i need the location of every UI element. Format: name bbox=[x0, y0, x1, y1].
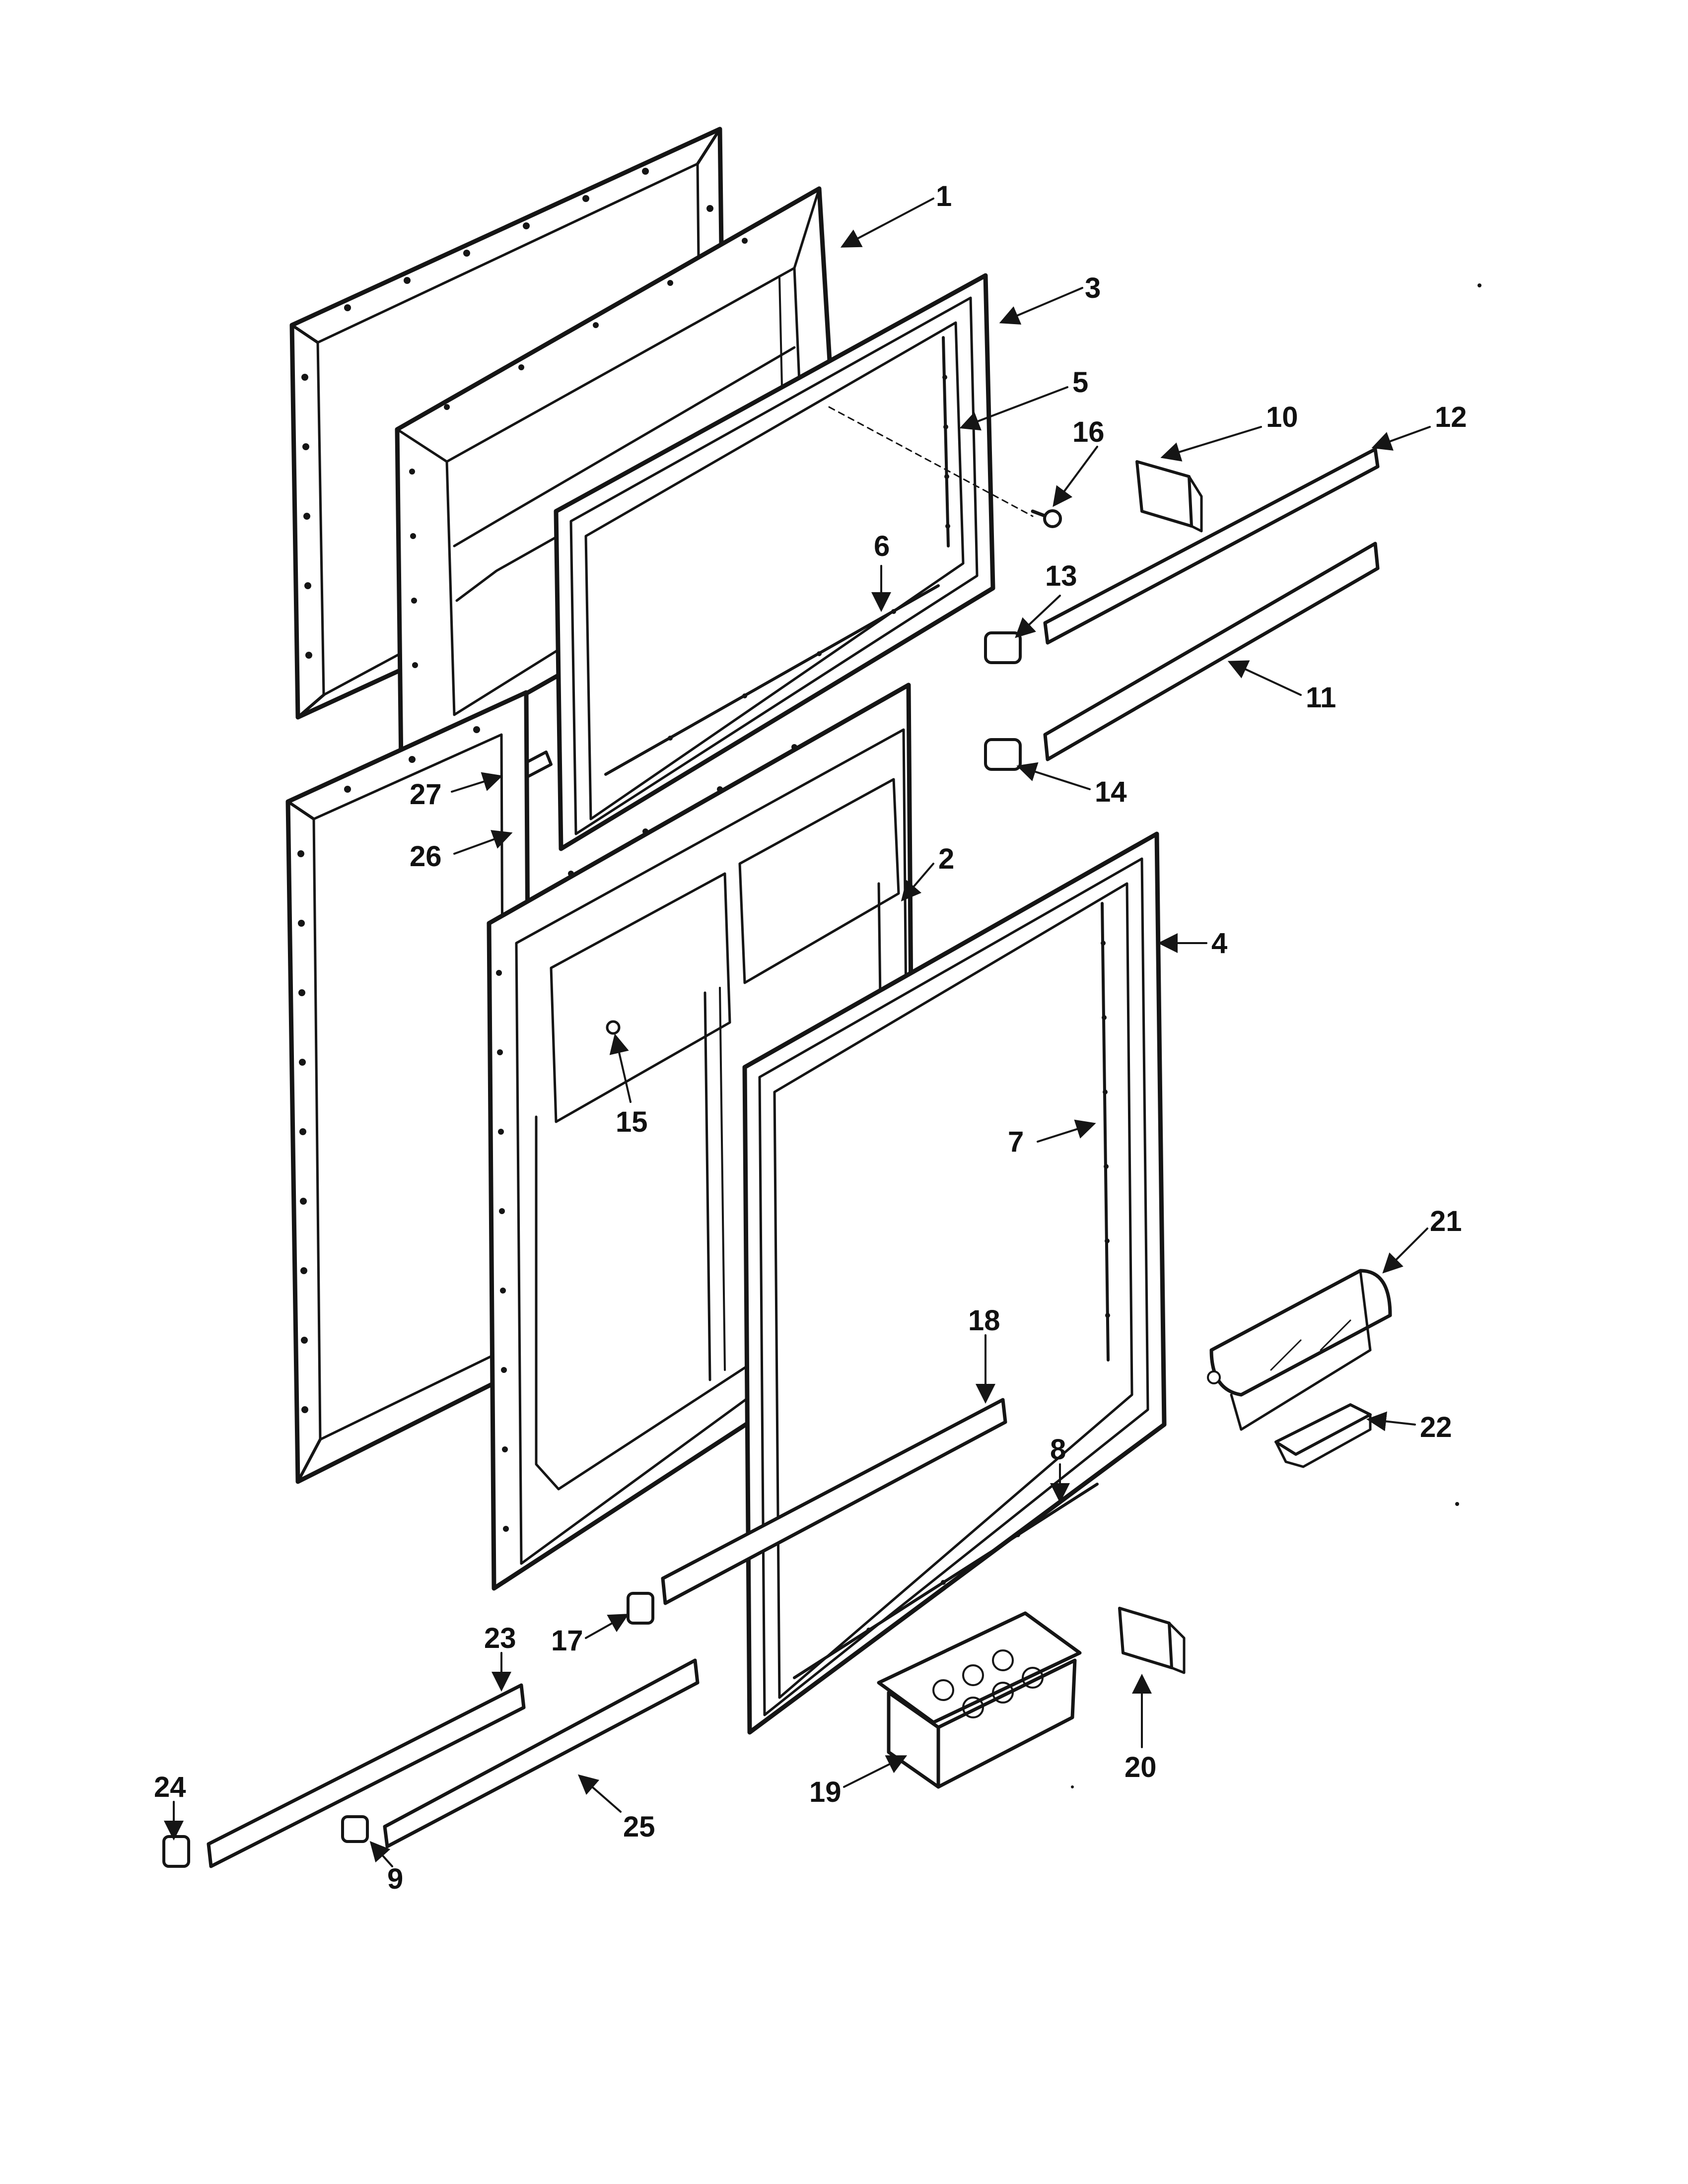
label-2: 2 bbox=[938, 843, 954, 875]
part-7-strip-marks bbox=[1101, 902, 1110, 1362]
label-4: 4 bbox=[1211, 927, 1227, 959]
leader-lines bbox=[164, 198, 1431, 1867]
upper-liner-holes bbox=[409, 238, 748, 668]
label-11: 11 bbox=[1306, 682, 1336, 714]
label-10: 10 bbox=[1266, 401, 1298, 433]
part-10-end-cap bbox=[1135, 460, 1203, 533]
part-12-rail bbox=[1043, 447, 1380, 645]
part-4-lower-gasket bbox=[742, 831, 1167, 1735]
label-6: 6 bbox=[874, 530, 890, 562]
part-9-cap bbox=[341, 1815, 369, 1843]
part-15-screw bbox=[606, 1020, 621, 1035]
lower-door-holes bbox=[297, 726, 480, 1413]
part-16-screw bbox=[1031, 509, 1062, 528]
part-22-tray bbox=[1274, 1403, 1372, 1468]
part-23-rail bbox=[207, 1683, 526, 1868]
part-24-cap bbox=[162, 1835, 190, 1868]
part-17-cap bbox=[627, 1592, 654, 1625]
label-7: 7 bbox=[1008, 1126, 1024, 1158]
label-5: 5 bbox=[1072, 366, 1088, 399]
label-17: 17 bbox=[551, 1625, 583, 1657]
label-1: 1 bbox=[936, 180, 952, 212]
label-8: 8 bbox=[1050, 1433, 1066, 1466]
part-14-cap bbox=[984, 738, 1022, 771]
part-18-rail bbox=[661, 1398, 1007, 1605]
part-19-bin bbox=[877, 1611, 1082, 1789]
label-13: 13 bbox=[1045, 560, 1077, 592]
part-21-dairy-door bbox=[1207, 1269, 1392, 1431]
label-25: 25 bbox=[623, 1811, 655, 1843]
label-21: 21 bbox=[1430, 1205, 1462, 1237]
label-12: 12 bbox=[1435, 401, 1467, 433]
label-23: 23 bbox=[484, 1622, 516, 1654]
label-19: 19 bbox=[809, 1776, 842, 1808]
label-18: 18 bbox=[968, 1304, 1000, 1337]
part-5-strip-marks bbox=[942, 336, 950, 547]
part-11-rail bbox=[1043, 542, 1380, 761]
label-14: 14 bbox=[1095, 776, 1127, 808]
label-22: 22 bbox=[1420, 1411, 1452, 1443]
label-27: 27 bbox=[410, 778, 442, 811]
part-8-strip-marks bbox=[793, 1483, 1099, 1679]
part-3-upper-gasket bbox=[554, 273, 995, 851]
part-20-end-cap bbox=[1118, 1607, 1186, 1674]
lower-liner-holes bbox=[496, 744, 797, 1532]
label-15: 15 bbox=[616, 1106, 648, 1138]
part-25-rail bbox=[383, 1658, 700, 1848]
label-26: 26 bbox=[410, 840, 442, 873]
part-number-labels: 1 3 5 16 10 12 6 13 11 14 27 26 2 4 7 15… bbox=[154, 180, 1467, 1895]
label-9: 9 bbox=[387, 1863, 403, 1895]
label-24: 24 bbox=[154, 1771, 186, 1803]
part-6-strip-marks bbox=[604, 584, 940, 776]
label-16: 16 bbox=[1072, 416, 1105, 448]
part-13-cap bbox=[984, 631, 1022, 664]
label-20: 20 bbox=[1125, 1751, 1157, 1783]
label-3: 3 bbox=[1085, 272, 1101, 304]
